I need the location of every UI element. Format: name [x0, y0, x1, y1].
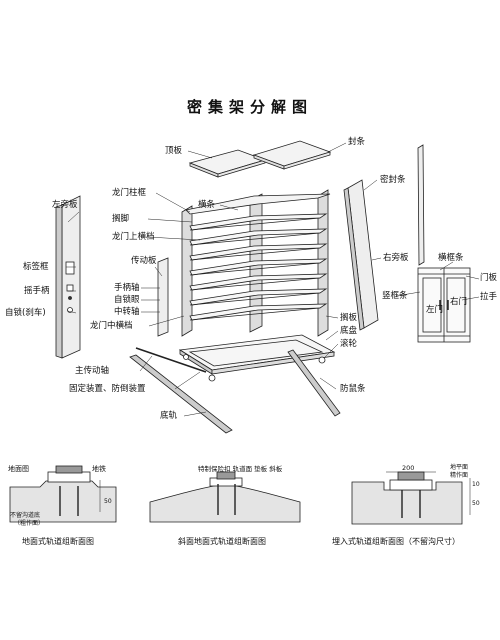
shelf-boards [189, 213, 328, 321]
section3-note-line2: 精作面 [450, 472, 469, 479]
label-crank-handle: 摇手柄 [24, 286, 50, 296]
section1-iron-label: 地铁 [92, 465, 106, 473]
door-panel-shape [417, 267, 471, 343]
top-panel-shape [188, 140, 332, 178]
label-lock: 自锁(刹车) [5, 308, 46, 318]
section2-top-labels: 特制保险扣 轨道面 垫板 斜板 [198, 465, 283, 473]
label-left-door: 左门 [426, 305, 444, 315]
section2-caption: 斜面地面式轨道组断面图 [178, 537, 266, 546]
label-left-side-panel: 左旁板 [52, 200, 78, 210]
right-side-panel-shape [343, 179, 379, 331]
label-middle-shaft: 中转轴 [114, 307, 140, 317]
section-embedded-rail-shape [351, 471, 471, 525]
section1-caption: 地面式轨道组断面图 [22, 537, 94, 546]
section3-dim-right2: 50 [472, 500, 480, 507]
shelf-board-edge [189, 277, 321, 291]
label-top-panel: 顶板 [165, 146, 183, 156]
leader-lines [66, 142, 480, 417]
section1-ground-label: 地面图 [8, 465, 29, 473]
shelf-board-edge [189, 247, 321, 261]
section3-caption: 埋入式轨道组断面图（不留沟尺寸） [332, 537, 460, 546]
label-shelf-board: 搁板 [340, 313, 358, 323]
shelf-board-edge [189, 307, 321, 321]
shelf-board-edge [189, 232, 321, 246]
label-chassis: 底盘 [340, 326, 358, 336]
drive-panel-shape [157, 257, 169, 337]
label-horizontal-frame-strip: 横框条 [438, 253, 464, 263]
label-gantry-column-frame: 龙门柱框 [112, 188, 147, 198]
label-vertical-frame-strip: 竖框条 [382, 291, 408, 301]
label-drive-panel: 传动板 [131, 256, 157, 266]
label-dense-seal-strip: 密封条 [380, 175, 406, 185]
label-shelf-foot: 搁脚 [112, 214, 130, 224]
label-right-side-panel: 右旁板 [383, 253, 409, 263]
section1-dim-label: 50 [104, 498, 112, 505]
label-roller: 滚轮 [340, 339, 358, 349]
left-side-panel-shape [55, 195, 81, 359]
main-drive-shaft-shape [135, 347, 207, 373]
section3-dim-right1: 10 [472, 481, 480, 488]
section3-dim-top: 200 [402, 464, 415, 472]
diagram-title: 密集架分解图 [186, 98, 313, 116]
label-label-frame: 标签框 [23, 262, 49, 272]
label-door-panel: 门板 [480, 273, 498, 283]
shelf-board-edge [189, 292, 321, 306]
shelf-board-edge [189, 262, 321, 276]
chassis-shape [178, 334, 336, 382]
label-gantry-mid-beam: 龙门中横档 [90, 321, 133, 331]
label-seal-strip: 封条 [348, 137, 366, 147]
section1-note-line1: 不留沟道底 [10, 512, 41, 519]
label-main-drive-shaft: 主传动轴 [75, 366, 110, 376]
label-gantry-top-beam: 龙门上横档 [112, 232, 155, 242]
label-fixing-device: 固定装置、防倒装置 [69, 384, 146, 394]
label-lock-eye: 自锁眼 [114, 295, 140, 305]
label-crossbar: 横条 [198, 200, 216, 210]
label-right-door: 右门 [450, 297, 468, 307]
seal-strip-shape [417, 144, 425, 266]
label-rodent-strip: 防鼠条 [340, 384, 366, 394]
section3-note-line1: 地平面 [450, 464, 469, 471]
label-bottom-rail: 底轨 [160, 411, 178, 421]
label-pull-handle: 拉手 [480, 292, 498, 302]
section-ground-rail-shape [9, 465, 117, 523]
section-inclined-rail-shape [149, 471, 301, 523]
shelf-frame-shape [181, 189, 331, 337]
label-handle-shaft: 手柄轴 [114, 283, 140, 293]
shelf-board-edge [189, 217, 321, 231]
bottom-rail-shape [129, 349, 341, 434]
section1-note-line2: （粗作面） [14, 520, 45, 527]
